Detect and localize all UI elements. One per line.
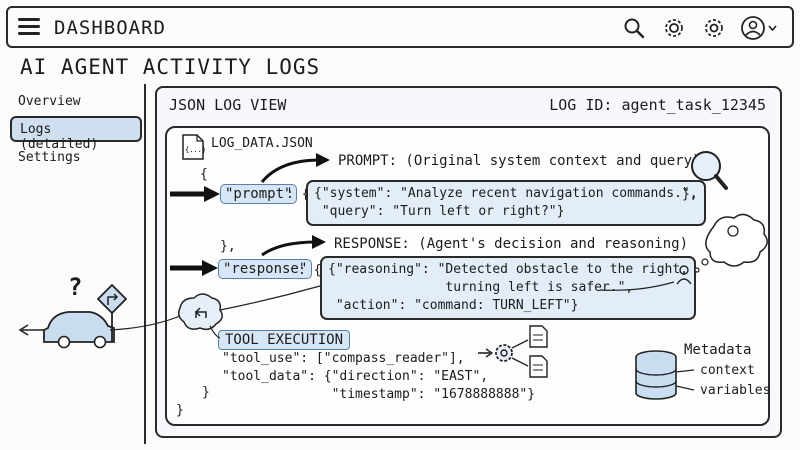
tool-body: "tool_use": ["compass_reader"], "tool_da…	[222, 351, 536, 402]
open-brace: {	[200, 167, 208, 182]
panel-title: JSON LOG VIEW	[169, 96, 287, 114]
document-icon-2	[529, 355, 548, 378]
page-title: AI AGENT ACTIVITY LOGS	[20, 55, 321, 79]
sidebar-item-settings[interactable]: Settings	[18, 150, 81, 165]
settings-icon[interactable]	[700, 14, 728, 42]
thought-bubble-icon	[694, 213, 768, 273]
cloud-to-response-line	[219, 285, 321, 311]
sidebar-item-logs[interactable]: Logs (detailed)	[10, 116, 142, 152]
magnifier-icon	[691, 151, 728, 190]
log-id: LOG ID: agent_task_12345	[549, 96, 766, 114]
car-icon	[43, 311, 115, 349]
chevron-down-icon	[768, 25, 777, 32]
tool-execution-title: TOOL EXECUTION	[218, 330, 351, 350]
prompt-close: },	[682, 187, 698, 202]
search-icon[interactable]	[620, 14, 648, 42]
tool-close: }	[202, 385, 210, 400]
question-mark: ?	[68, 273, 83, 301]
tool-gear-icon	[495, 344, 513, 362]
json-file-icon: {...}	[181, 134, 206, 164]
reasoning-arrow	[599, 281, 675, 291]
response-body[interactable]: {"reasoning": "Detected obstacle to the …	[320, 256, 697, 320]
prompt-heading-arrow	[260, 158, 321, 183]
menu-icon[interactable]	[18, 18, 40, 36]
response-heading-arrow	[261, 240, 317, 257]
prompt-heading: PROMPT: (Original system context and que…	[338, 153, 701, 169]
response-key[interactable]: "response"	[218, 259, 313, 279]
database-icon	[635, 350, 677, 400]
close-brace: }	[176, 403, 184, 418]
svg-text:{...}: {...}	[185, 146, 205, 154]
prompt-colon: : {	[286, 187, 310, 202]
gear-icon[interactable]	[660, 14, 688, 42]
sidebar: Overview Logs (detailed) Settings	[6, 84, 146, 444]
turn-left-cloud-icon	[177, 293, 223, 331]
car-to-cloud-line	[109, 315, 181, 331]
turn-right-sign-icon	[96, 283, 128, 342]
metadata-item-context: context	[700, 363, 755, 378]
file-name: LOG_DATA.JSON	[211, 136, 313, 151]
top-bar: DASHBOARD	[6, 6, 794, 48]
db-arrow-context	[675, 369, 695, 373]
prompt-end: },	[220, 239, 236, 254]
person-icon	[676, 265, 692, 285]
metadata-item-variables: variables	[700, 383, 771, 398]
db-arrow-variables	[675, 385, 695, 391]
sidebar-item-overview[interactable]: Overview	[18, 94, 81, 109]
cloud-to-tool-line	[209, 325, 221, 339]
app-title: DASHBOARD	[54, 17, 166, 39]
document-icon-1	[529, 325, 548, 348]
response-heading: RESPONSE: (Agent's decision and reasonin…	[334, 236, 689, 252]
metadata-title: Metadata	[684, 342, 752, 358]
response-colon: : {	[298, 263, 322, 278]
prompt-body[interactable]: {"system": "Analyze recent navigation co…	[306, 180, 706, 226]
user-avatar-icon[interactable]	[740, 14, 780, 42]
prompt-key[interactable]: "prompt"	[220, 184, 298, 204]
